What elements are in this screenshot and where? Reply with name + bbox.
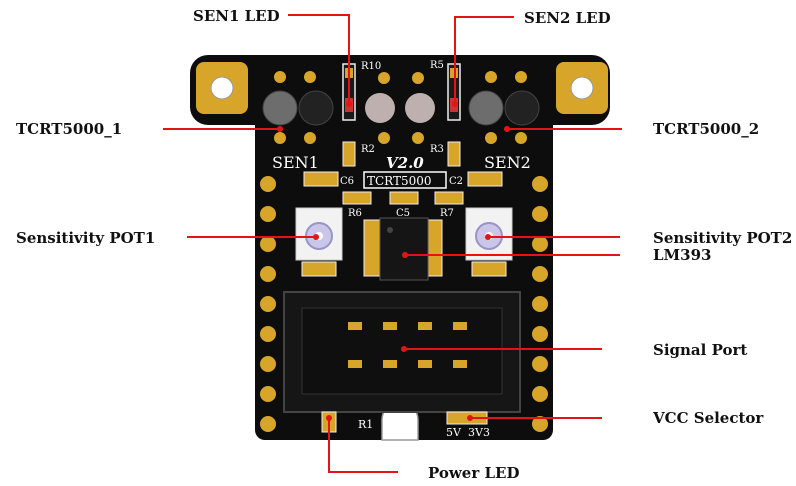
capacitor-c6	[303, 171, 339, 187]
silk-r10: R10	[361, 61, 381, 72]
label-tcrt5000-2: TCRT5000_2	[653, 120, 760, 138]
silk-model: TCRT5000	[367, 174, 432, 188]
label-vcc-selector: VCC Selector	[653, 409, 764, 427]
potentiometer-1	[295, 207, 343, 277]
capacitor-c2	[467, 171, 503, 187]
mounting-hole-right	[556, 62, 608, 114]
silk-5v: 5V	[446, 426, 462, 439]
resistor-r2	[342, 141, 356, 167]
mounting-hole-left	[196, 62, 248, 114]
power-led-callout-line	[328, 418, 398, 473]
sen2-led-callout-line	[454, 16, 514, 102]
label-tcrt5000-1: TCRT5000_1	[16, 120, 123, 138]
tcrt5000-2-sensor	[468, 71, 540, 144]
silk-c6: C6	[340, 176, 354, 187]
label-pot2: Sensitivity POT2	[653, 229, 793, 247]
label-lm393: LM393	[653, 246, 712, 264]
resistor-r6	[342, 191, 372, 205]
signal-port-header	[283, 291, 521, 413]
label-signal-port: Signal Port	[653, 341, 748, 359]
silk-r5: R5	[430, 60, 444, 71]
resistor-r3	[447, 141, 461, 167]
label-pot1: Sensitivity POT1	[16, 229, 156, 247]
lm393-chip	[363, 217, 443, 281]
sen1-led-callout-line	[288, 14, 350, 102]
silk-c5: C5	[396, 208, 410, 219]
silk-r7: R7	[440, 208, 454, 219]
silk-c2: C2	[449, 176, 463, 187]
silk-sen1: SEN1	[272, 153, 319, 172]
silk-r6: R6	[348, 208, 362, 219]
tcrt5000-1-sensor	[262, 71, 334, 144]
silk-r3: R3	[430, 144, 444, 155]
silk-sen2: SEN2	[484, 153, 531, 172]
silk-version: V2.0	[386, 154, 424, 172]
label-sen1-led: SEN1 LED	[193, 7, 280, 25]
resistor-r7	[434, 191, 464, 205]
silk-r1: R1	[358, 418, 373, 431]
silk-r2: R2	[361, 144, 375, 155]
left-pin-row	[260, 176, 276, 432]
capacitor-c5	[389, 191, 419, 205]
label-sen2-led: SEN2 LED	[524, 9, 611, 27]
label-power-led: Power LED	[428, 464, 520, 482]
center-emitters	[365, 72, 435, 144]
silkscreen-labels: R10 R5 R2 R3 SEN1 SEN2 V2.0 TCRT5000 C6 …	[272, 60, 531, 439]
silk-3v3: 3V3	[468, 426, 490, 439]
potentiometer-2	[465, 207, 513, 277]
right-pin-row	[532, 176, 548, 432]
callout-lines	[163, 14, 622, 473]
